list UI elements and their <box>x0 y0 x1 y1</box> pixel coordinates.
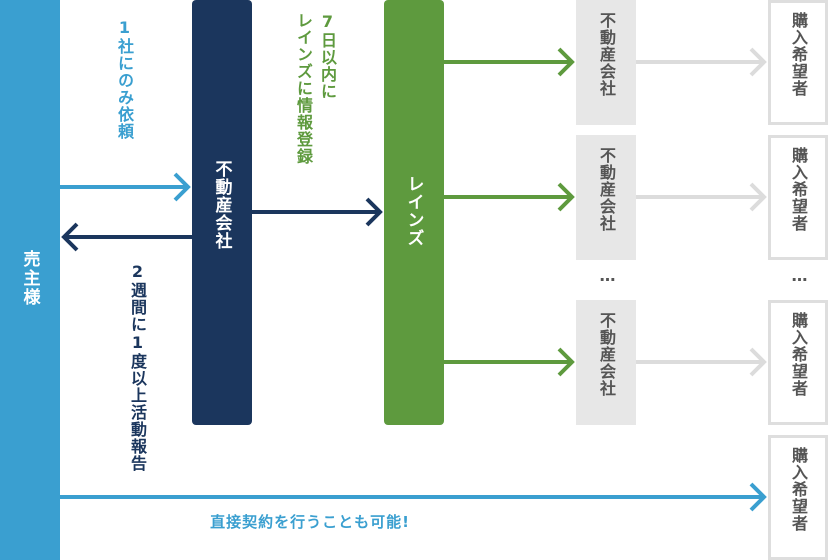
arrow-realtor-to-buyer-1 <box>636 47 767 77</box>
seller-node: 売主様 <box>0 0 60 560</box>
edge-label-register-1: 7日以内に <box>318 12 337 100</box>
arrow-agent-to-seller <box>61 222 192 252</box>
reins-label: レインズ <box>403 175 424 247</box>
buyer-label-4: 購入希望者 <box>789 447 808 532</box>
arrow-seller-to-buyer-direct <box>60 482 767 512</box>
edge-label-direct: 直接契約を行うことも可能! <box>210 513 410 531</box>
realtor-node-1: 不動産会社 <box>576 0 636 125</box>
buyer-label-2: 購入希望者 <box>789 147 808 232</box>
arrow-realtor-to-buyer-3 <box>636 347 767 377</box>
arrow-realtor-to-buyer-2 <box>636 182 767 212</box>
agent-label: 不動産会社 <box>211 160 232 250</box>
arrow-seller-to-agent <box>60 172 191 202</box>
seller-label: 売主様 <box>19 250 40 307</box>
arrow-reins-to-realtor-2 <box>444 182 575 212</box>
edge-label-report: 2週間に1度以上活動報告 <box>128 262 147 472</box>
edge-label-request: 1社にのみ依頼 <box>115 18 134 140</box>
buyer-label-3: 購入希望者 <box>789 312 808 397</box>
buyer-node-2: 購入希望者 <box>768 135 828 260</box>
buyer-node-4: 購入希望者 <box>768 435 828 560</box>
edge-label-register-2: レインズに情報登録 <box>294 12 313 165</box>
arrow-reins-to-realtor-3 <box>444 347 575 377</box>
realtor-node-2: 不動産会社 <box>576 135 636 260</box>
realtor-node-3: 不動産会社 <box>576 300 636 425</box>
ellipsis-realtor: … <box>598 266 617 285</box>
buyer-node-1: 購入希望者 <box>768 0 828 125</box>
realtor-label-2: 不動産会社 <box>597 147 616 232</box>
buyer-node-3: 購入希望者 <box>768 300 828 425</box>
ellipsis-buyer: … <box>790 266 809 285</box>
reins-node: レインズ <box>384 0 444 425</box>
realtor-label-1: 不動産会社 <box>597 12 616 97</box>
agent-node: 不動産会社 <box>192 0 252 425</box>
arrow-reins-to-realtor-1 <box>444 47 575 77</box>
arrow-agent-to-reins <box>252 197 383 227</box>
buyer-label-1: 購入希望者 <box>789 12 808 97</box>
realtor-label-3: 不動産会社 <box>597 312 616 397</box>
